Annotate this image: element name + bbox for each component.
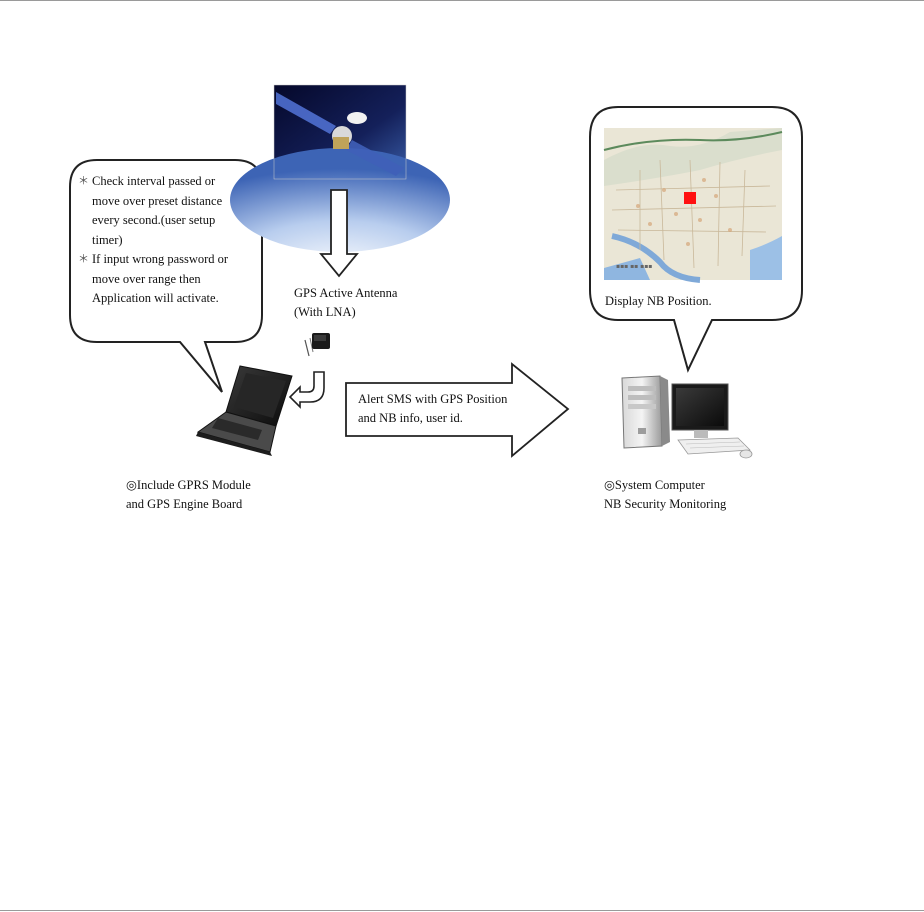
map-image: ▪▪▪ ▪▪ ▪▪▪	[603, 128, 783, 283]
notebook-label: ◎Include GPRS Module and GPS Engine Boar…	[126, 478, 251, 511]
bubble-left-notes: ＊ Check interval passed or move over pre…	[78, 172, 268, 309]
note-check-interval: ＊ Check interval passed or move over pre…	[78, 172, 268, 250]
top-rule	[0, 0, 924, 1]
curved-arrow	[288, 371, 325, 409]
sms-alert-text: Alert SMS with GPS Position and NB info,…	[358, 392, 508, 425]
antenna-label: GPS Active Antenna (With LNA)	[294, 286, 398, 319]
note-text: Check interval passed or move over prese…	[92, 174, 223, 247]
down-arrow	[319, 189, 359, 278]
svg-text:▪▪▪ ▪▪ ▪▪▪: ▪▪▪ ▪▪ ▪▪▪	[616, 263, 652, 270]
desktop-computer-image	[621, 375, 753, 459]
position-marker	[684, 192, 696, 204]
antenna-image	[304, 333, 330, 357]
map-caption: Display NB Position.	[605, 294, 712, 308]
laptop-image	[196, 365, 293, 456]
note-wrong-password: ＊ If input wrong password or move over r…	[78, 250, 268, 309]
note-bullet: ＊	[78, 175, 89, 187]
bottom-rule	[0, 910, 924, 911]
note-bullet: ＊	[78, 253, 89, 265]
server-label: ◎System Computer NB Security Monitoring	[604, 478, 727, 511]
sms-alert-arrow	[345, 362, 570, 458]
note-text: If input wrong password or move over ran…	[92, 252, 229, 305]
